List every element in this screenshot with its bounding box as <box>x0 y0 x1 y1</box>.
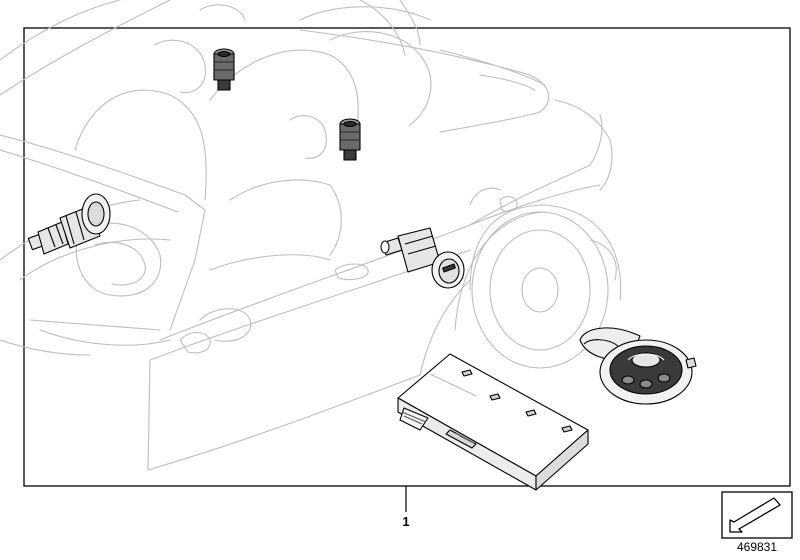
control-module <box>397 353 589 491</box>
door-lock-cylinder <box>380 227 465 289</box>
reference-number: 469831 <box>736 540 778 554</box>
seat-lock-cylinder <box>339 118 361 161</box>
ignition-lock-cylinder <box>27 193 111 255</box>
diagram-frame <box>23 27 791 487</box>
callout-label: 1 <box>402 514 410 529</box>
front-arrow-icon <box>721 491 793 539</box>
car-outline <box>0 0 622 471</box>
remote-key <box>579 327 697 405</box>
seat-lock-cylinder <box>213 48 235 91</box>
